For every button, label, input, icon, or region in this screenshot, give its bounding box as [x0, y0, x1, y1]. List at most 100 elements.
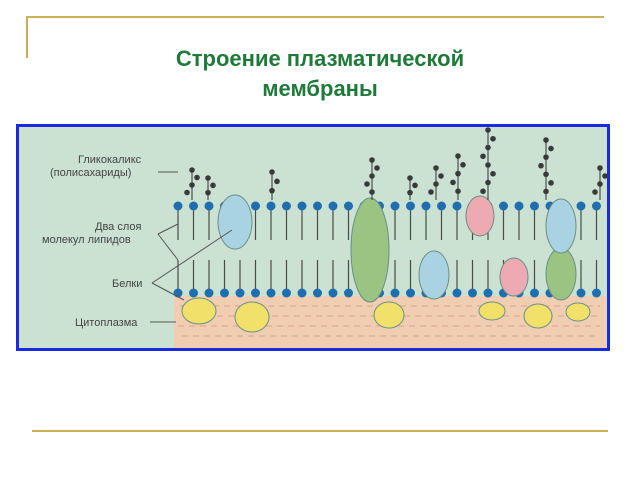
polysaccharide-bead	[548, 145, 554, 152]
glycocalyx-chains	[184, 127, 608, 200]
lipid-head	[173, 201, 183, 211]
polysaccharide-bead	[407, 189, 413, 196]
lipid-head	[204, 201, 214, 211]
lipid-head	[189, 201, 198, 211]
protein-yellow-3	[373, 301, 405, 329]
lipid-head	[220, 288, 229, 298]
polysaccharide-bead	[455, 170, 461, 177]
lipid-head	[282, 288, 291, 298]
top-rule	[26, 16, 604, 18]
polysaccharide-bead	[455, 188, 461, 194]
lipid-head	[514, 201, 524, 211]
polysaccharide-bead	[597, 165, 603, 171]
label-glycocalyx-sub: (полисахариды)	[50, 167, 131, 179]
protein-green-transmembrane	[350, 197, 390, 303]
lipid-head	[452, 201, 462, 211]
polysaccharide-bead	[485, 179, 491, 186]
lipid-head	[576, 288, 586, 298]
polysaccharide-bead	[480, 153, 486, 160]
polysaccharide-bead	[269, 169, 275, 175]
lipid-head	[390, 288, 400, 298]
label-lipids-sub: молекул липидов	[42, 234, 131, 246]
polysaccharide-bead	[184, 189, 190, 196]
lipid-head	[483, 288, 493, 298]
polysaccharide-bead	[485, 162, 491, 168]
polysaccharide-bead	[433, 165, 439, 171]
protein-blue-1	[217, 194, 253, 250]
polysaccharide-bead	[210, 182, 216, 189]
lipid-head	[189, 288, 198, 298]
polysaccharide-bead	[412, 182, 418, 189]
polysaccharide-bead	[602, 173, 608, 179]
lipid-head	[282, 201, 291, 211]
lipid-head	[530, 288, 539, 298]
polysaccharide-bead	[269, 187, 275, 194]
lipid-head	[406, 201, 415, 211]
polysaccharide-bead	[374, 165, 380, 171]
protein-blue-2	[418, 250, 450, 300]
lipid-head	[266, 201, 276, 211]
polysaccharide-bead	[364, 181, 370, 187]
polysaccharide-bead	[480, 188, 486, 195]
left-rule	[26, 16, 28, 58]
polysaccharide-bead	[369, 189, 375, 195]
label-glycocalyx: Гликокаликс	[78, 154, 142, 166]
slide-title: Строение плазматической мембраны	[0, 44, 640, 104]
protein-green-2	[545, 247, 577, 301]
title-line-2: мембраны	[262, 76, 378, 101]
lipid-head	[530, 201, 539, 211]
title-line-1: Строение плазматической	[175, 46, 465, 71]
polysaccharide-bead	[485, 144, 491, 151]
polysaccharide-bead	[274, 178, 280, 185]
lipid-head	[592, 201, 601, 211]
polysaccharide-bead	[205, 175, 211, 181]
polysaccharide-bead	[205, 189, 211, 196]
polysaccharide-bead	[369, 157, 375, 163]
protein-yellow-2	[234, 301, 270, 333]
protein-yellow-1	[181, 297, 217, 325]
diagram-labels: Гликокаликс (полисахариды) Два слоя моле…	[42, 154, 142, 329]
lipid-head	[421, 201, 431, 211]
lipid-head	[576, 201, 586, 211]
polysaccharide-bead	[485, 127, 491, 133]
polysaccharide-bead	[543, 137, 549, 143]
protein-pink-1	[465, 195, 495, 237]
polysaccharide-bead	[490, 170, 496, 177]
label-proteins: Белки	[112, 278, 142, 290]
polysaccharide-bead	[450, 179, 456, 186]
protein-yellow-4	[478, 301, 506, 321]
polysaccharide-bead	[428, 189, 434, 195]
lipid-head	[344, 288, 353, 298]
protein-blue-3	[545, 198, 577, 254]
lipid-head	[328, 288, 338, 298]
polysaccharide-bead	[433, 181, 439, 187]
polysaccharide-bead	[455, 153, 461, 159]
polysaccharide-bead	[438, 173, 444, 179]
lipid-head	[390, 201, 400, 211]
lipid-head	[344, 201, 353, 211]
polysaccharide-bead	[543, 154, 549, 160]
lipid-head	[297, 288, 307, 298]
polysaccharide-bead	[543, 171, 549, 178]
lipid-head	[468, 288, 477, 298]
protein-yellow-5	[523, 303, 553, 329]
lipid-head	[251, 288, 260, 298]
polysaccharide-bead	[538, 162, 544, 169]
polysaccharide-bead	[369, 173, 375, 179]
lipid-head	[592, 288, 601, 298]
lipid-head	[313, 201, 322, 211]
lipid-head	[437, 201, 446, 211]
polysaccharide-bead	[490, 135, 496, 142]
polysaccharide-bead	[597, 181, 603, 187]
lipid-head	[313, 288, 322, 298]
lipid-head	[406, 288, 415, 298]
polysaccharide-bead	[189, 167, 195, 173]
lipid-head	[297, 201, 307, 211]
lipid-head	[266, 288, 276, 298]
lipid-head	[235, 288, 245, 298]
lipid-head	[251, 201, 260, 211]
protein-pink-2	[499, 257, 529, 297]
lipid-head	[499, 201, 508, 211]
polysaccharide-bead	[189, 182, 195, 188]
